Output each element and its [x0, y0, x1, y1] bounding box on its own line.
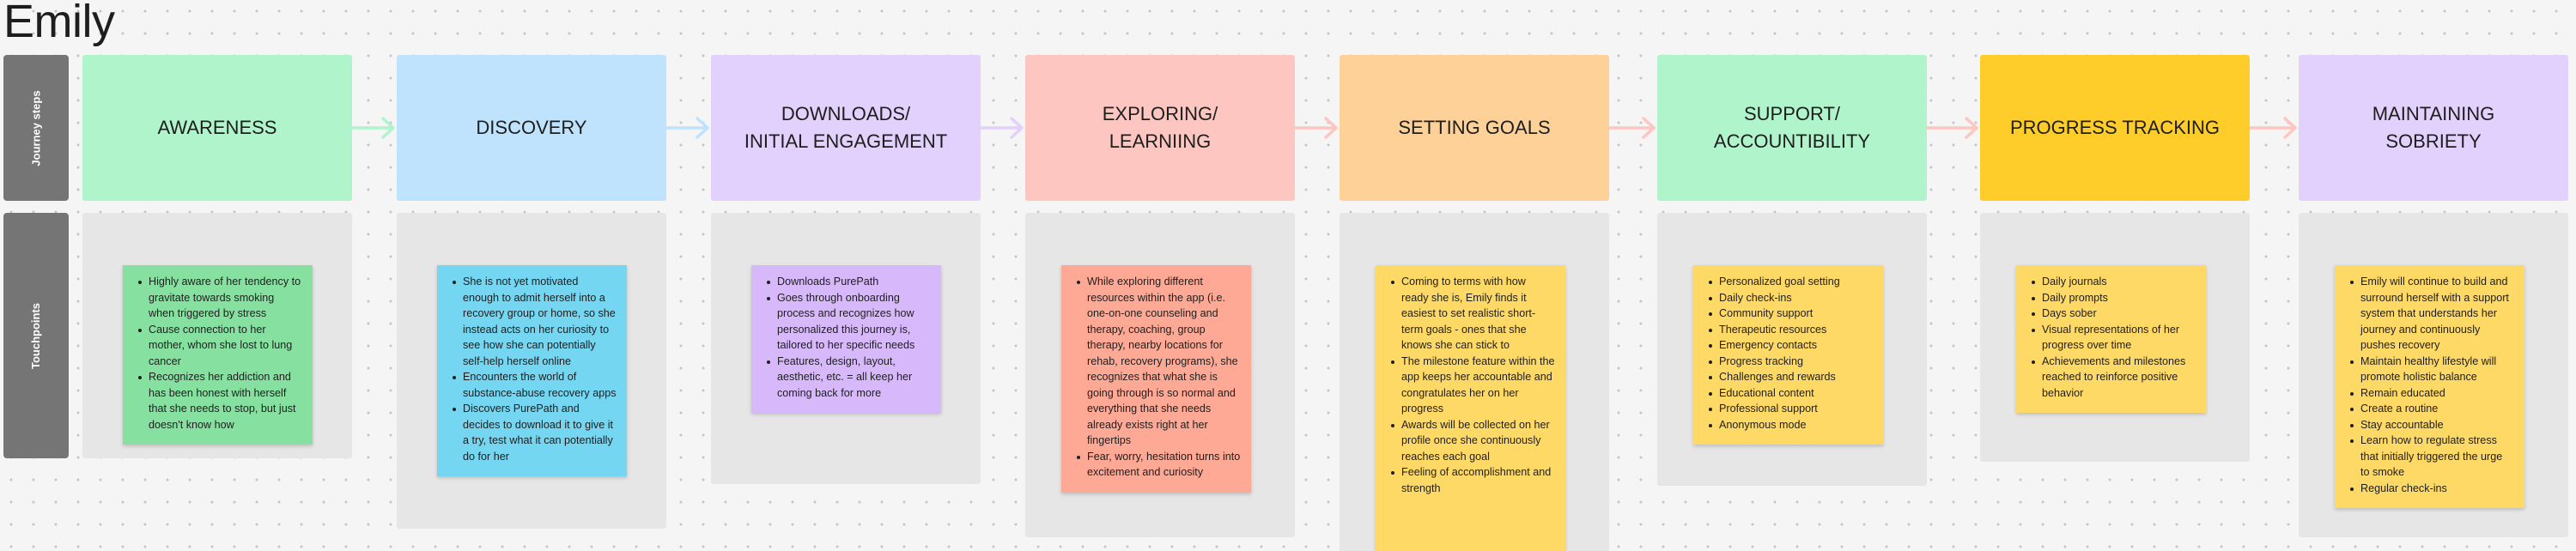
note-item: Highly aware of her tendency to gravitat… [130, 274, 302, 322]
arrow-icon [352, 117, 395, 139]
sticky-note-support[interactable]: Personalized goal setting Daily check-in… [1693, 265, 1883, 445]
note-item: Create a routine [2342, 401, 2514, 417]
note-item: Awards will be collected on her profile … [1382, 417, 1555, 465]
step-card-discovery[interactable]: DISCOVERY [397, 55, 666, 201]
sticky-note-discovery[interactable]: She is not yet motivated enough to admit… [437, 265, 627, 476]
note-item: She is not yet motivated enough to admit… [444, 274, 617, 369]
sticky-note-exploring[interactable]: While exploring different resources with… [1061, 265, 1251, 493]
note-item: Personalized goal setting [1700, 274, 1873, 290]
arrow-icon [981, 117, 1024, 139]
note-item: Professional support [1700, 401, 1873, 417]
note-item: Daily check-ins [1700, 290, 1873, 306]
note-item: Coming to terms with how ready she is, E… [1382, 274, 1555, 354]
sticky-note-progress-tracking[interactable]: Daily journals Daily prompts Days sober … [2016, 265, 2206, 413]
journey-map-title: Emily [3, 0, 115, 47]
note-item: Remain educated [2342, 385, 2514, 402]
row-label-journey-steps-text: Journey steps [29, 89, 43, 167]
sticky-note-maintaining-sobriety[interactable]: Emily will continue to build and surroun… [2335, 265, 2524, 508]
step-card-progress-tracking[interactable]: PROGRESS TRACKING [1980, 55, 2250, 201]
sticky-note-awareness[interactable]: Highly aware of her tendency to gravitat… [123, 265, 313, 445]
step-card-exploring[interactable]: EXPLORING/ LEARNIING [1025, 55, 1295, 201]
note-item: Fear, worry, hesitation turns into excit… [1068, 449, 1241, 481]
arrow-icon [666, 117, 709, 139]
row-label-journey-steps: Journey steps [3, 55, 69, 201]
note-item: Feeling of accomplishment and strength [1382, 464, 1555, 496]
arrow-icon [1295, 117, 1338, 139]
note-item: Therapeutic resources [1700, 322, 1873, 338]
note-item: Challenges and rewards [1700, 369, 1873, 385]
row-label-touchpoints: Touchpoints [3, 213, 69, 458]
note-item: Days sober [2023, 306, 2196, 322]
note-item: Visual representations of her progress o… [2023, 322, 2196, 354]
note-item: Downloads PurePath [758, 274, 931, 290]
arrow-icon [1927, 117, 1978, 139]
note-item: Community support [1700, 306, 1873, 322]
note-item: Emergency contacts [1700, 337, 1873, 354]
note-item: Anonymous mode [1700, 417, 1873, 433]
row-label-touchpoints-text: Touchpoints [29, 302, 43, 369]
sticky-note-downloads[interactable]: Downloads PurePath Goes through onboardi… [751, 265, 941, 413]
step-card-maintaining-sobriety[interactable]: MAINTAINING SOBRIETY [2299, 55, 2568, 201]
note-item: Daily prompts [2023, 290, 2196, 306]
step-card-downloads[interactable]: DOWNLOADS/ INITIAL ENGAGEMENT [711, 55, 981, 201]
note-item: Features, design, layout, aesthetic, etc… [758, 354, 931, 402]
note-item: Maintain healthy lifestyle will promote … [2342, 354, 2514, 385]
note-item: Progress tracking [1700, 354, 1873, 370]
step-card-awareness[interactable]: AWARENESS [82, 55, 352, 201]
note-item: Achievements and milestones reached to r… [2023, 354, 2196, 402]
note-item: Goes through onboarding process and reco… [758, 290, 931, 354]
sticky-note-setting-goals[interactable]: Coming to terms with how ready she is, E… [1376, 265, 1565, 551]
note-item: Recognizes her addiction and has been ho… [130, 369, 302, 433]
note-item: Learn how to regulate stress that initia… [2342, 433, 2514, 481]
note-item: Educational content [1700, 385, 1873, 402]
step-card-setting-goals[interactable]: SETTING GOALS [1340, 55, 1609, 201]
note-item: Stay accountable [2342, 417, 2514, 433]
note-item: Emily will continue to build and surroun… [2342, 274, 2514, 354]
note-item: Encounters the world of substance-abuse … [444, 369, 617, 401]
note-item: The milestone feature within the app kee… [1382, 354, 1555, 417]
arrow-icon [1609, 117, 1656, 139]
step-card-support[interactable]: SUPPORT/ ACCOUNTIBILITY [1657, 55, 1927, 201]
note-item: While exploring different resources with… [1068, 274, 1241, 449]
note-item: Cause connection to her mother, whom she… [130, 322, 302, 370]
note-item: Regular check-ins [2342, 481, 2514, 497]
note-item: Discovers PurePath and decides to downlo… [444, 401, 617, 464]
note-item: Daily journals [2023, 274, 2196, 290]
arrow-icon [2250, 117, 2297, 139]
